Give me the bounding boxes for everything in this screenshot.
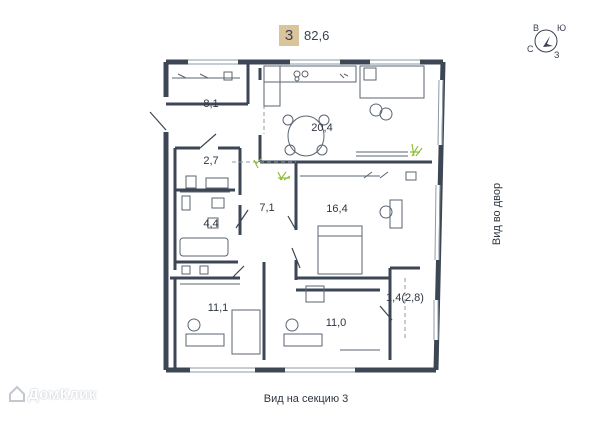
- compass-letter-v: В: [533, 23, 540, 33]
- room-area-11-0: 11,0: [325, 317, 347, 329]
- bedroom-11-0-furniture: [283, 285, 380, 351]
- plant-icons: [253, 143, 423, 181]
- view-label-side: Вид во двор: [491, 182, 503, 246]
- window-frames: [188, 59, 444, 373]
- room-area-2-7: 2,7: [203, 155, 219, 167]
- compass-letter-z: З: [554, 50, 560, 60]
- interior-walls: [166, 62, 432, 370]
- door-swings: [149, 111, 393, 321]
- room-area-1-4: 1,4(2,8): [386, 292, 424, 304]
- kitchen-furniture: [263, 65, 425, 157]
- compass-letter-s: С: [527, 44, 534, 54]
- room-area-20-4: 20,4: [311, 122, 333, 134]
- bedroom-16-furniture: [300, 171, 417, 275]
- room-area-11-1: 11,1: [207, 302, 229, 314]
- room-area-7-1: 7,1: [259, 202, 275, 214]
- total-area: 82,6: [304, 28, 330, 43]
- wc-furniture: [180, 175, 230, 193]
- bedroom-11-1-furniture: [180, 265, 261, 355]
- bath-furniture: [179, 195, 229, 257]
- compass-letter-yu: Ю: [557, 23, 567, 33]
- windows: [188, 60, 443, 372]
- rooms-count-badge: 3: [279, 25, 299, 46]
- room-area-8-1: 8,1: [203, 98, 219, 110]
- room-area-16-4: 16,4: [326, 203, 348, 215]
- domclick-logo-icon: [9, 385, 25, 402]
- view-label-bottom: Вид на секцию 3: [263, 393, 349, 405]
- hall-furniture: [172, 71, 240, 81]
- room-area-4-4: 4,4: [203, 218, 219, 230]
- compass-icon: [534, 29, 558, 53]
- watermark-text: ДомКлик: [28, 386, 97, 403]
